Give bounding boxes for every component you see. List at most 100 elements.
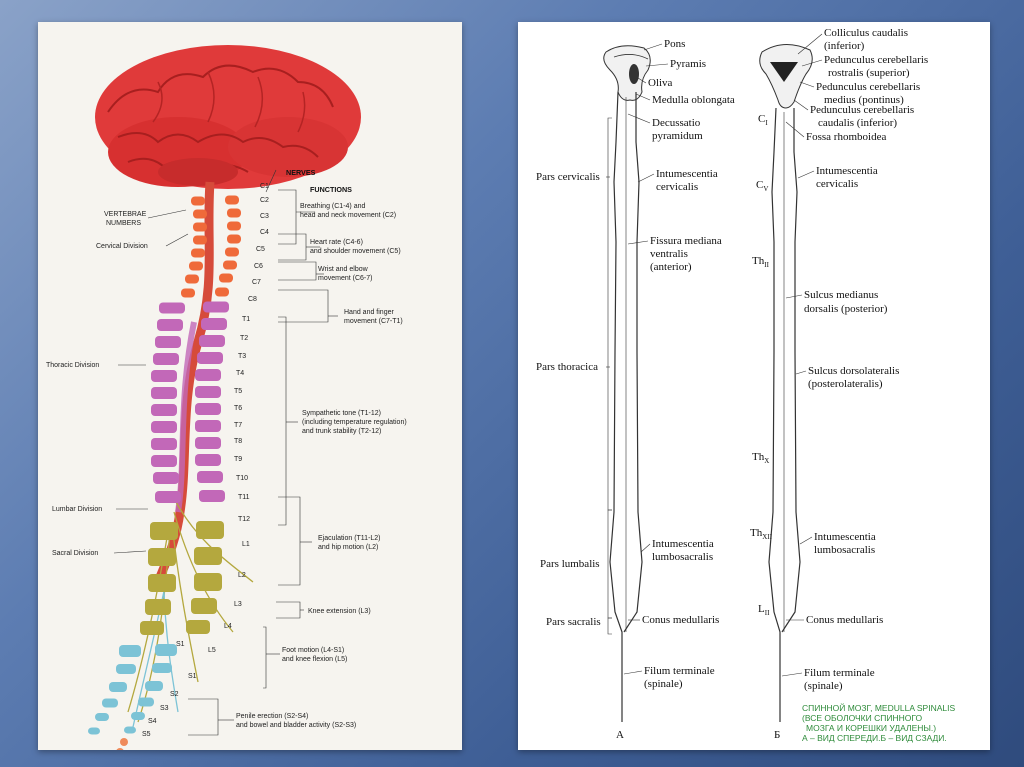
- vertebra-block: [225, 195, 239, 205]
- func-penile-2: and bowel and bladder activity (S2-S3): [236, 722, 356, 729]
- func-hand-1: Hand and finger: [344, 309, 394, 316]
- vertebra-label: L1: [242, 541, 250, 548]
- vertebra-body: [151, 421, 177, 433]
- vertebra-label: L4: [224, 623, 232, 630]
- vertebra-label: S1: [176, 641, 185, 648]
- vertebra-block: [199, 335, 225, 347]
- vertebra-label: T12: [238, 516, 250, 523]
- label-sacral-division: Sacral Division: [52, 550, 98, 557]
- label-ped-rost-2: rostralis (superior): [828, 67, 910, 79]
- vertebra-label: T5: [234, 388, 242, 395]
- caption-line-2: (ВСЕ ОБОЛОЧКИ СПИННОГО: [802, 713, 922, 723]
- vertebra-label: T7: [234, 422, 242, 429]
- label-intum-lumb-a-1: Intumescentia: [652, 538, 714, 550]
- vertebra-body: [95, 713, 109, 721]
- label-filum-b-2: (spinale): [804, 680, 843, 692]
- vertebra-body: [189, 261, 203, 271]
- label-fissura-1: Fissura mediana: [650, 235, 722, 247]
- vertebra-label: C4: [260, 229, 269, 236]
- vertebra-block: [195, 369, 221, 381]
- vertebra-block: [194, 573, 222, 591]
- brain-illustration: [95, 45, 361, 189]
- vertebra-body: [140, 621, 164, 635]
- function-brackets: [188, 189, 338, 736]
- label-view-b: Б: [774, 729, 780, 741]
- vertebra-body: [193, 222, 207, 232]
- func-heart-2: and shoulder movement (C5): [310, 248, 401, 255]
- label-intum-cerv-b-2: cervicalis: [816, 178, 858, 190]
- label-ped-caud-2: caudalis (inferior): [818, 117, 897, 129]
- vertebra-block: [131, 712, 145, 720]
- vertebra-block: [227, 234, 241, 244]
- vertebra-block: [195, 437, 221, 449]
- vertebra-label: T1: [242, 316, 250, 323]
- vertebra-block: [138, 697, 154, 707]
- label-colliculus-2: (inferior): [824, 40, 865, 52]
- vertebra-body: [151, 455, 177, 467]
- vertebra-label: T6: [234, 405, 242, 412]
- caption-line-3: МОЗГА И КОРЕШКИ УДАЛЕНЫ.): [806, 723, 936, 733]
- vertebra-block: [197, 352, 223, 364]
- vertebra-block: [227, 221, 241, 231]
- right-diagram-svg: Pons Pyramis Oliva Medulla oblongata Dec…: [536, 27, 955, 743]
- label-pars-cervicalis: Pars cervicalis: [536, 171, 600, 183]
- caption-line-1: СПИННОЙ МОЗГ, MEDULLA SPINALIS: [802, 702, 955, 713]
- vertebra-body: [193, 235, 207, 245]
- vertebra-label: C6: [254, 263, 263, 270]
- vertebra-label: C3: [260, 213, 269, 220]
- coccyx-segment: [116, 748, 124, 750]
- label-decussatio-2: pyramidum: [652, 130, 703, 142]
- label-oliva: Oliva: [648, 77, 673, 89]
- vertebra-body: [151, 404, 177, 416]
- label-intum-cerv-b-1: Intumescentia: [816, 165, 878, 177]
- label-conus-a: Conus medullaris: [642, 614, 719, 626]
- vertebra-body: [102, 698, 118, 708]
- label-sulcus-dl-1: Sulcus dorsolateralis: [808, 365, 899, 377]
- func-wrist-1: Wrist and elbow: [318, 266, 369, 273]
- vertebra-label: S2: [170, 691, 179, 698]
- label-ped-caud-1: Pedunculus cerebellaris: [810, 104, 914, 116]
- label-functions: FUNCTIONS: [310, 185, 352, 194]
- label-intum-lumb-b-2: lumbosacralis: [814, 544, 875, 556]
- vertebra-block: [195, 454, 221, 466]
- label-ped-rost-1: Pedunculus cerebellaris: [824, 54, 928, 66]
- vertebra-block: [155, 644, 177, 656]
- vertebra-block: [223, 260, 237, 270]
- vertebra-body: [185, 274, 199, 284]
- vertebra-block: [219, 273, 233, 283]
- label-colliculus-1: Colliculus caudalis: [824, 27, 908, 39]
- vertebra-label: S1: [188, 673, 197, 680]
- vertebra-body: [181, 288, 195, 298]
- label-ped-med-2: medius (pontinus): [824, 94, 904, 106]
- vertebra-block: [215, 287, 229, 297]
- vertebra-body: [153, 472, 179, 484]
- vertebra-body: [119, 645, 141, 657]
- spinal-nerve-function-diagram: NERVES FUNCTIONS VERTEBRAE NUMBERS Cervi…: [38, 22, 462, 750]
- func-sympathetic-3: and trunk stability (T2-12): [302, 428, 381, 435]
- vertebra-label: S3: [160, 705, 169, 712]
- vertebra-body: [157, 319, 183, 331]
- func-foot-1: Foot motion (L4-S1): [282, 647, 344, 654]
- label-conus-b: Conus medullaris: [806, 614, 883, 626]
- vertebra-body: [155, 491, 181, 503]
- anterior-labels: Pons Pyramis Oliva Medulla oblongata Dec…: [536, 38, 735, 741]
- vertebra-label: L5: [208, 647, 216, 654]
- label-filum-b-1: Filum terminale: [804, 667, 875, 679]
- vertebra-block: [194, 547, 222, 565]
- seg-th2: ThII: [752, 255, 770, 269]
- label-decussatio-1: Decussatio: [652, 117, 701, 129]
- label-lumbar-division: Lumbar Division: [52, 506, 102, 513]
- vertebra-block: [191, 598, 217, 614]
- vertebra-body: [150, 522, 178, 540]
- func-wrist-2: movement (C6-7): [318, 275, 372, 282]
- func-breathing-1: Breathing (C1-4) and: [300, 203, 365, 210]
- vertebra-label: L3: [234, 601, 242, 608]
- vertebra-label: T9: [234, 456, 242, 463]
- vertebra-body: [116, 664, 136, 674]
- vertebra-label: C7: [252, 279, 261, 286]
- label-pons: Pons: [664, 38, 685, 50]
- vertebra-label: T11: [238, 494, 250, 501]
- seg-l2: LII: [758, 603, 770, 617]
- vertebra-label: T3: [238, 353, 246, 360]
- vertebra-body: [159, 302, 185, 314]
